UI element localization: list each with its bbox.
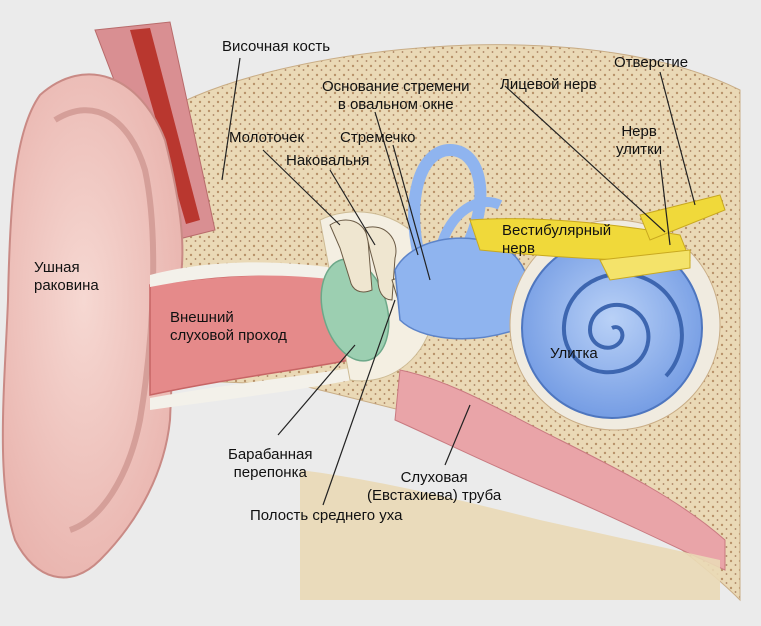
facial-nerve-label: Лицевой нерв <box>500 76 597 94</box>
ear-canal-label: Внешний слуховой проход <box>170 309 287 345</box>
stapes-base-label: Основание стремени в овальном окне <box>322 78 469 114</box>
eardrum-label: Барабанная перепонка <box>228 446 313 482</box>
incus-label: Наковальня <box>286 152 369 170</box>
opening-label: Отверстие <box>614 54 688 72</box>
auricle-label: Ушная раковина <box>34 259 99 295</box>
malleus-label: Молоточек <box>229 129 304 147</box>
eustachian-tube-label: Слуховая (Евстахиева) труба <box>367 469 501 505</box>
temporal-bone-label: Височная кость <box>222 38 330 56</box>
cochlea-label: Улитка <box>550 345 598 363</box>
cochlear-nerve-label: Нерв улитки <box>616 123 662 159</box>
vestibular-nerve-label: Вестибулярный нерв <box>502 222 611 258</box>
middle-ear-cavity-label: Полость среднего уха <box>250 507 402 525</box>
stapes-label: Стремечко <box>340 129 415 147</box>
